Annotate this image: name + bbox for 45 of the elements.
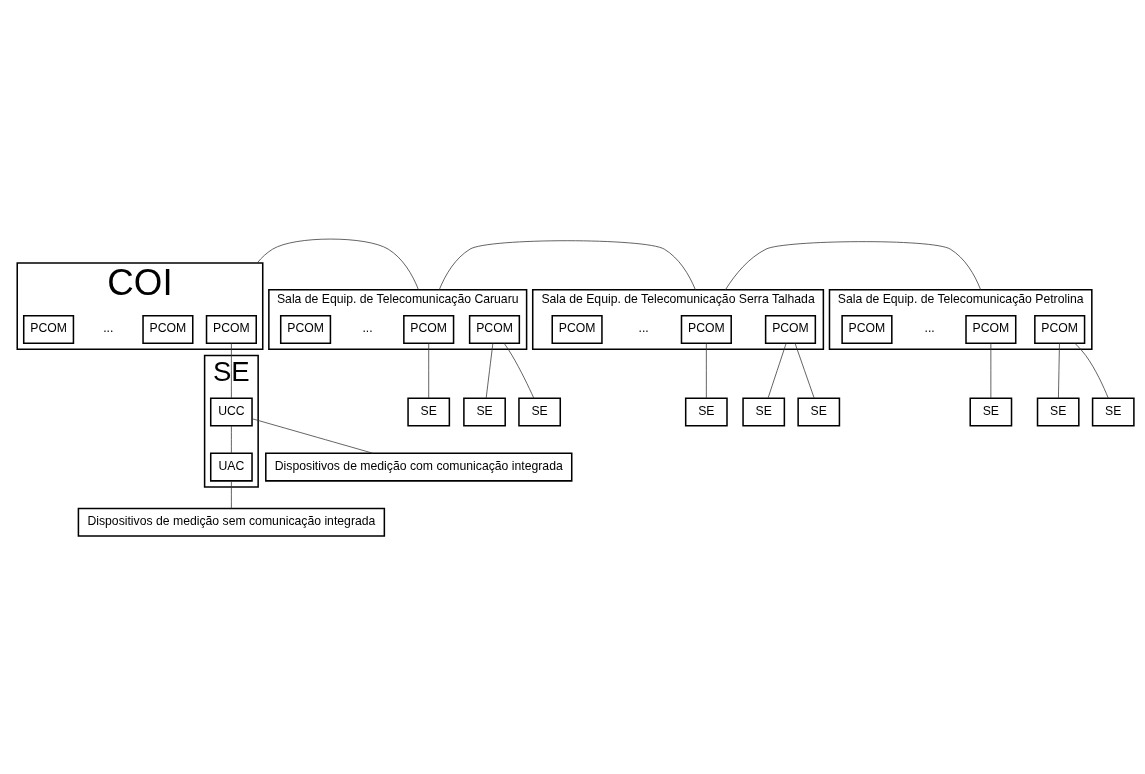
connector: [1058, 342, 1060, 398]
connector: [428, 342, 430, 398]
connector: [503, 342, 535, 398]
node-box: PCOM: [965, 314, 1017, 344]
connector: [251, 417, 374, 454]
connector: [705, 342, 707, 398]
node-box: UCC: [209, 397, 253, 427]
node-box: SE: [797, 397, 841, 427]
label: ...: [638, 320, 649, 335]
node-box: PCOM: [22, 314, 75, 344]
node-box: UAC: [209, 452, 253, 482]
node-box: Dispositivos de medição com comunicação integrada: [265, 452, 573, 482]
node-box: PCOM: [841, 314, 893, 344]
node-box: PCOM: [142, 314, 194, 344]
connector: [725, 240, 981, 290]
connector: [767, 342, 787, 398]
connector: [256, 238, 419, 290]
connector: [231, 342, 232, 398]
node-box: PCOM: [468, 314, 521, 344]
node-box: PCOM: [680, 314, 732, 344]
node-box: SE: [969, 397, 1013, 427]
connector: [231, 480, 232, 509]
node-box: SE: [407, 397, 451, 427]
node-box: SE: [463, 397, 506, 427]
node-box: PCOM: [764, 314, 817, 344]
connector: [1074, 342, 1109, 399]
node-box: SE: [1036, 397, 1080, 427]
label: ...: [924, 320, 935, 335]
node-box: PCOM: [205, 314, 257, 344]
label: ...: [103, 320, 114, 335]
node-box: PCOM: [403, 314, 455, 344]
node-box: PCOM: [551, 314, 603, 344]
node-box: SE: [684, 397, 728, 427]
connector: [231, 425, 232, 454]
connector: [990, 342, 992, 398]
connector: [794, 342, 815, 398]
node-box: SE: [742, 397, 786, 427]
connector: [485, 342, 494, 398]
label: ...: [362, 320, 373, 335]
node-box: SE: [1091, 397, 1135, 427]
node-box: SE: [518, 397, 562, 427]
node-box: PCOM: [1034, 314, 1086, 344]
node-box: Dispositivos de medição sem comunicação integrada: [77, 507, 386, 537]
node-box: PCOM: [279, 314, 332, 344]
connector: [438, 239, 696, 290]
